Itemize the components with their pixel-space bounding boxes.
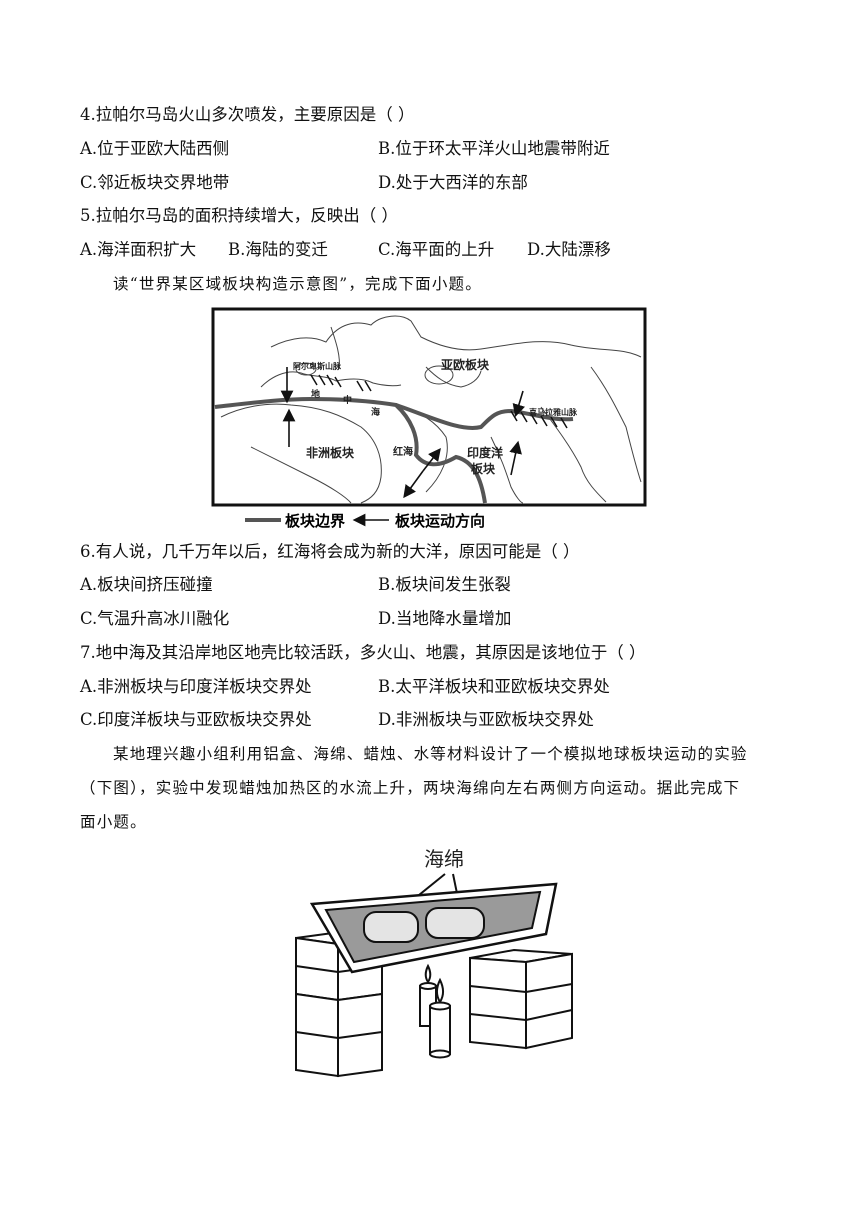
q4-stem: 4.拉帕尔马岛火山多次喷发，主要原因是（ ）	[80, 105, 415, 124]
map-frame	[211, 307, 647, 507]
q7-option-c: C.印度洋板块与亚欧板块交界处	[80, 710, 312, 729]
q7-option-a: A.非洲板块与印度洋板块交界处	[80, 677, 312, 696]
med-label-2: 中	[343, 394, 352, 406]
experiment-intro-line1: 某地理兴趣小组利用铝盒、海绵、蜡烛、水等材料设计了一个模拟地球板块运动的实验	[113, 745, 748, 763]
indian-plate-label-2: 板块	[471, 461, 496, 476]
sponges	[363, 907, 485, 943]
q4-option-a: A.位于亚欧大陆西侧	[80, 139, 230, 158]
q7-option-b: B.太平洋板块和亚欧板块交界处	[378, 677, 610, 696]
experiment-drawing: 海绵	[295, 847, 573, 1078]
right-block-stack	[469, 948, 573, 1050]
flame-right	[436, 977, 444, 1004]
q7-stem: 7.地中海及其沿岸地区地壳比较活跃，多火山、地震，其原因是该地位于（ ）	[80, 643, 646, 662]
indian-plate-label-1: 印度洋	[467, 445, 503, 460]
left-sponge	[363, 911, 419, 943]
q5-option-d: D.大陆漂移	[527, 240, 611, 259]
q4-option-b: B.位于环太平洋火山地震带附近	[378, 139, 610, 158]
q7-option-d: D.非洲板块与亚欧板块交界处	[378, 710, 594, 729]
q5-option-c: C.海平面的上升	[378, 240, 495, 259]
himalaya-label: 喜马拉雅山脉	[529, 407, 578, 417]
experiment-intro-line2: （下图），实验中发现蜡烛加热区的水流上升，两块海绵向左右两侧方向运动。据此完成下	[80, 779, 741, 797]
med-label-1: 地	[311, 388, 320, 400]
med-label-3: 海	[371, 406, 380, 418]
alps-marks	[310, 374, 372, 392]
candles	[419, 963, 451, 1059]
african-plate-label: 非洲板块	[306, 445, 355, 460]
legend-direction-label: 板块运动方向	[395, 512, 485, 530]
red-sea-label: 红海	[393, 445, 413, 458]
q6-option-c: C.气温升高冰川融化	[80, 609, 230, 628]
flame-left	[424, 963, 432, 984]
motion-arrows	[280, 367, 525, 499]
experiment-intro-line3: 面小题。	[80, 813, 147, 831]
plate-map: 阿尔卑斯山脉 亚欧板块 喜马拉雅山脉 非洲板块 红海 印度洋 板块 地 中 海 …	[211, 307, 647, 530]
q6-option-b: B.板块间发生张裂	[378, 575, 511, 594]
q5-stem: 5.拉帕尔马岛的面积持续增大，反映出（ ）	[80, 206, 398, 225]
q5-option-a: A.海洋面积扩大	[80, 240, 197, 259]
left-block-stack	[295, 930, 383, 1078]
q5-option-b: B.海陆的变迁	[228, 240, 328, 259]
map-legend: 板块边界 板块运动方向	[245, 512, 485, 530]
q6-stem: 6.有人说，几千万年以后，红海将会成为新的大洋，原因可能是（ ）	[80, 542, 580, 561]
alps-label: 阿尔卑斯山脉	[293, 361, 342, 371]
q4-option-c: C.邻近板块交界地带	[80, 173, 230, 192]
q6-option-a: A.板块间挤压碰撞	[80, 575, 213, 594]
candle-right	[429, 1005, 451, 1055]
legend-boundary-label: 板块边界	[285, 512, 345, 530]
q4-option-d: D.处于大西洋的东部	[378, 173, 528, 192]
sponge-label: 海绵	[424, 847, 464, 871]
eurasian-plate-label: 亚欧板块	[441, 357, 490, 372]
right-sponge	[425, 907, 485, 939]
plate-boundary-india	[395, 403, 574, 430]
coastlines	[220, 315, 642, 504]
map-intro: 读“世界某区域板块构造示意图”，完成下面小题。	[113, 275, 482, 293]
experiment-figure: 海绵	[290, 840, 590, 1080]
plate-map-figure: 阿尔卑斯山脉 亚欧板块 喜马拉雅山脉 非洲板块 红海 印度洋 板块 地 中 海 …	[211, 307, 649, 531]
q6-option-d: D.当地降水量增加	[378, 609, 512, 628]
